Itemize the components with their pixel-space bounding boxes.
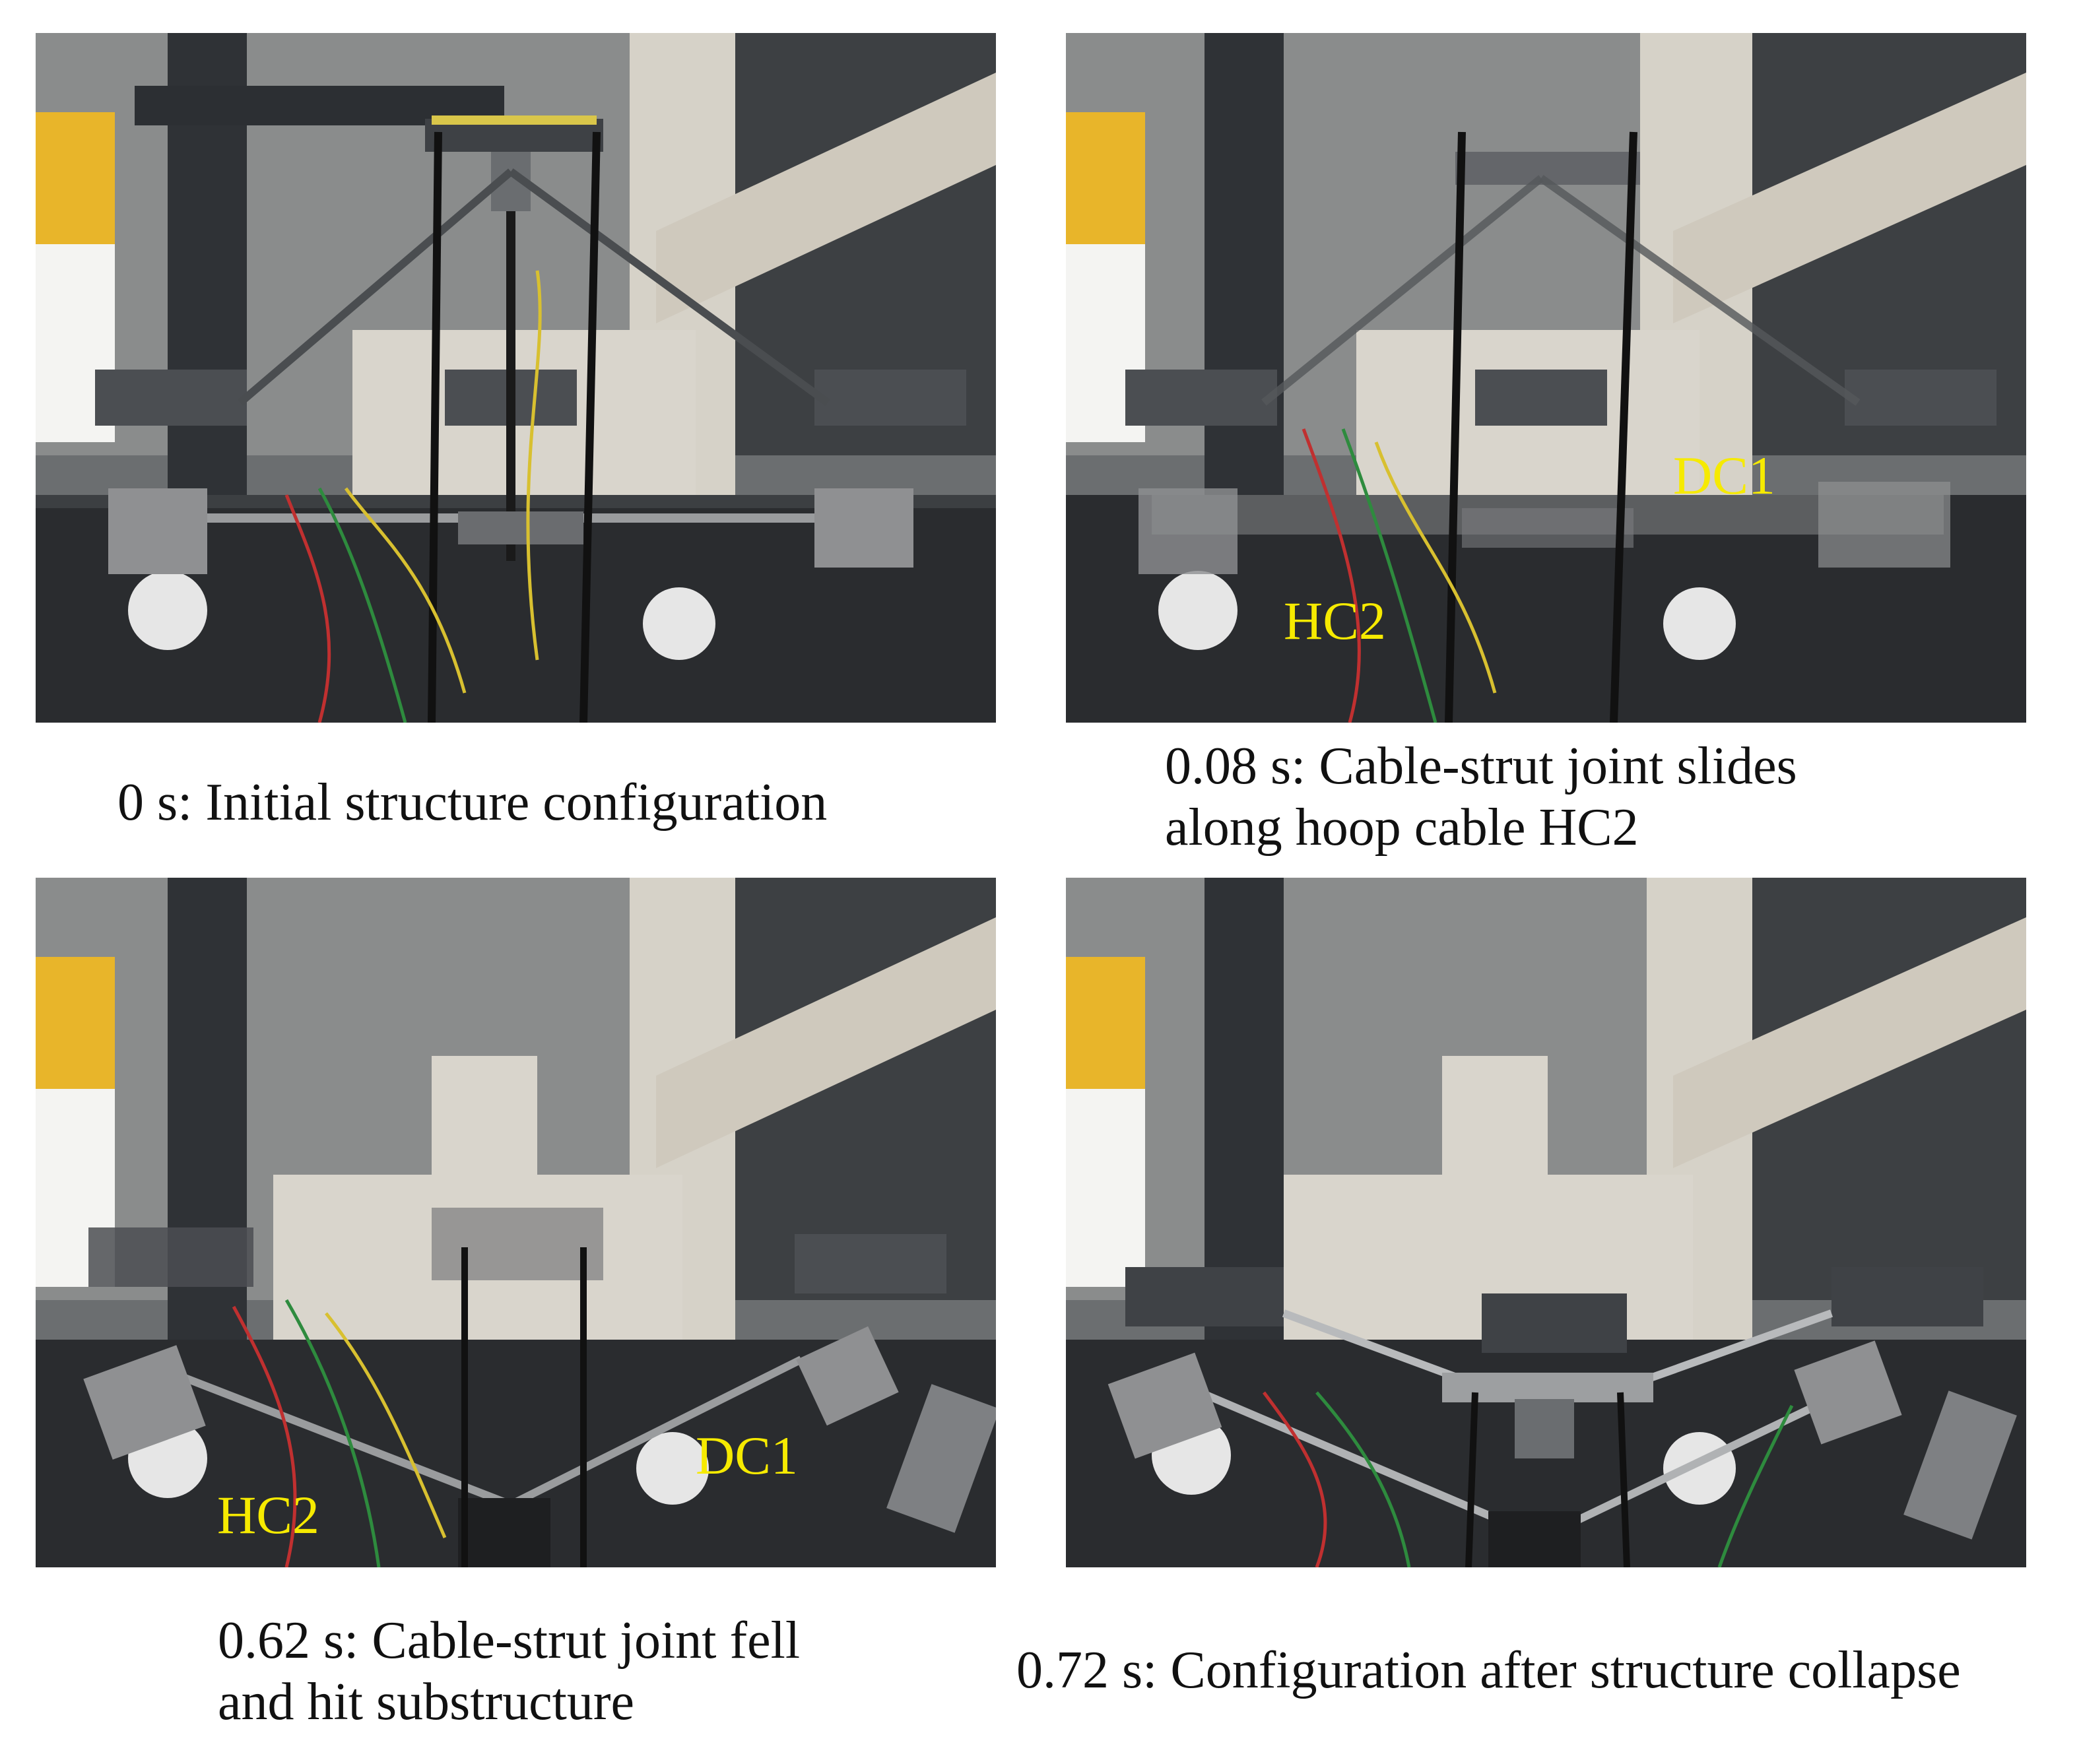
caption-0s: 0 s: Initial structure configuration xyxy=(117,773,828,832)
photo-after-collapse xyxy=(1066,878,2026,1567)
caption-0-62s: 0.62 s: Cable-strut joint fell and hit s… xyxy=(218,1612,801,1731)
caption-0-72s: 0.72 s: Configuration after structure co… xyxy=(1016,1641,1961,1699)
cable-label-dc1: DC1 xyxy=(696,1425,798,1486)
photo-panel-0-62s: DC1 HC2 xyxy=(36,878,996,1567)
photo-panel-0-08s: DC1 HC2 xyxy=(1066,33,2026,723)
caption-0-08s: 0.08 s: Cable-strut joint slides along h… xyxy=(1165,737,1797,857)
cable-label-hc2: HC2 xyxy=(217,1485,319,1545)
photo-panel-0-72s xyxy=(1066,878,2026,1567)
photo-joint-sliding xyxy=(1066,33,2026,723)
photo-joint-fell xyxy=(36,878,996,1567)
photo-initial-configuration xyxy=(36,33,996,723)
cable-label-dc1: DC1 xyxy=(1673,445,1775,506)
cable-label-hc2: HC2 xyxy=(1284,591,1386,651)
photo-panel-0s xyxy=(36,33,996,723)
